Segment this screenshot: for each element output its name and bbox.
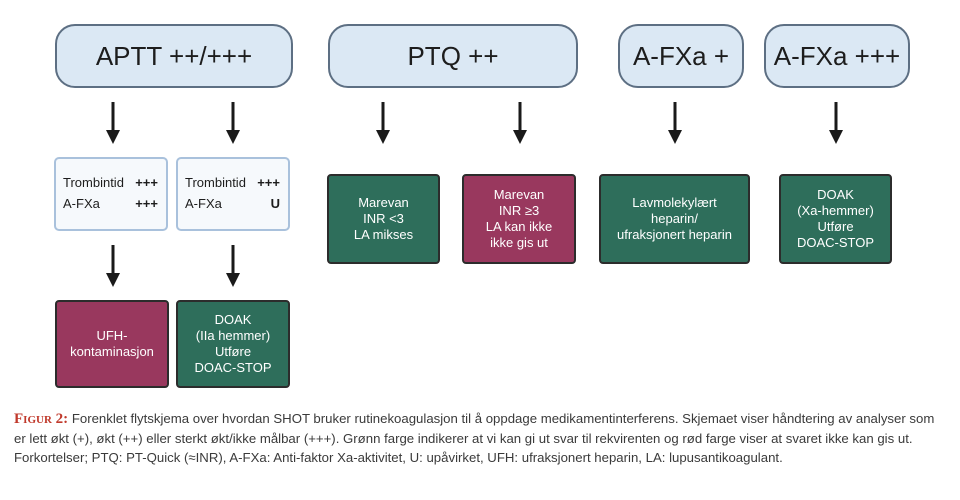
lab-row: A-FXa U [185,196,280,217]
outcome-marevan-low-inr: Marevan INR <3 LA mikses [327,174,440,264]
lab-box-trombintid-afxa-high: Trombintid +++ A-FXa +++ [54,157,168,231]
header-aptt: APTT ++/+++ [55,24,293,88]
outcome-heparin: Lavmolekylært heparin/ ufraksjonert hepa… [599,174,750,264]
arrow-down-icon [226,102,240,144]
outcome-doak-iia: DOAK (IIa hemmer) Utføre DOAC-STOP [176,300,290,388]
lab-value: U [270,196,280,211]
figure-caption: Figur 2: Forenklet flytskjema over hvord… [14,409,944,467]
lab-row: Trombintid +++ [185,175,280,196]
lab-box-trombintid-afxa-unaffected: Trombintid +++ A-FXa U [176,157,290,231]
outcome-line: INR <3 [363,211,404,226]
outcome-line: Lavmolekylært [632,195,717,210]
outcome-line: (IIa hemmer) [195,328,271,343]
arrow-down-icon [829,102,843,144]
arrow-down-icon [513,102,527,144]
outcome-doak-xa: DOAK (Xa-hemmer) Utføre DOAC-STOP [779,174,892,264]
arrow-down-icon [106,102,120,144]
header-ptq: PTQ ++ [328,24,578,88]
outcome-line: Utføre [817,219,854,234]
outcome-line: DOAK [817,187,854,202]
outcome-line: DOAK [214,312,252,327]
outcome-line: kontaminasjon [70,344,154,359]
figure-label: Figur 2: [14,411,69,427]
lab-row: Trombintid +++ [63,175,158,196]
arrow-down-icon [226,245,240,287]
outcome-line: LA mikses [353,227,414,242]
outcome-line: Marevan [493,187,545,202]
arrow-down-icon [376,102,390,144]
outcome-line: ufraksjonert heparin [617,227,732,242]
header-afxa-triple: A-FXa +++ [764,24,910,88]
header-afxa-plus: A-FXa + [618,24,744,88]
lab-value: +++ [135,196,158,211]
outcome-line: INR ≥3 [498,203,540,218]
outcome-line: LA kan ikke [485,219,553,234]
outcome-marevan-high-inr: Marevan INR ≥3 LA kan ikke ikke gis ut [462,174,576,264]
outcome-line: (Xa-hemmer) [797,203,874,218]
lab-analyte: Trombintid [185,175,246,190]
lab-value: +++ [257,175,280,190]
outcome-line: ikke gis ut [490,235,548,250]
figure-caption-text: Forenklet flytskjema over hvordan SHOT b… [14,411,935,465]
outcome-line: heparin/ [651,211,698,226]
arrow-down-icon [668,102,682,144]
outcome-ufh-contamination: UFH- kontaminasjon [55,300,169,388]
lab-value: +++ [135,175,158,190]
lab-analyte: Trombintid [63,175,124,190]
outcome-line: DOAC-STOP [194,360,272,375]
outcome-line: DOAC-STOP [796,235,875,250]
outcome-line: Utføre [214,344,252,359]
lab-row: A-FXa +++ [63,196,158,217]
lab-analyte: A-FXa [63,196,100,211]
lab-analyte: A-FXa [185,196,222,211]
outcome-line: Marevan [358,195,409,210]
outcome-line: UFH- [96,328,128,343]
arrow-down-icon [106,245,120,287]
